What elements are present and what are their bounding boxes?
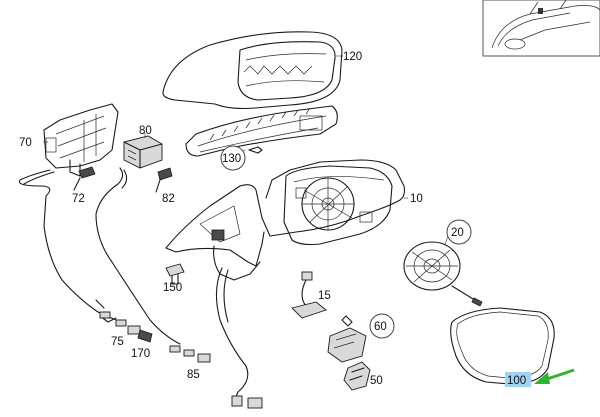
part-10-mirror-housing[interactable] (165, 159, 406, 281)
label-130[interactable]: 130 (222, 153, 241, 165)
label-15[interactable]: 15 (318, 290, 331, 302)
callout-circle-130 (220, 145, 246, 171)
part-82-screw[interactable] (155, 167, 173, 193)
vehicle-inset (482, 0, 600, 57)
label-75[interactable]: 75 (111, 336, 124, 348)
label-50[interactable]: 50 (370, 375, 383, 387)
callout-circle-20 (446, 219, 472, 245)
part-100-mirror-glass[interactable] (450, 307, 555, 385)
label-150[interactable]: 150 (163, 282, 182, 294)
part-50-sensor[interactable] (343, 361, 371, 391)
label-70[interactable]: 70 (19, 137, 32, 149)
label-10[interactable]: 10 (410, 193, 423, 205)
part-150-clip[interactable] (165, 263, 185, 285)
callout-circle-60 (369, 313, 395, 339)
part-60-actuator[interactable] (327, 315, 367, 363)
wiring-harness[interactable] (18, 167, 211, 363)
label-20[interactable]: 20 (451, 227, 464, 239)
label-72[interactable]: 72 (72, 193, 85, 205)
label-170[interactable]: 170 (131, 348, 150, 360)
part-130-turn-signal[interactable] (185, 105, 338, 157)
highlight-arrow (534, 368, 575, 384)
label-120[interactable]: 120 (343, 51, 362, 63)
part-72-screw[interactable] (73, 166, 96, 191)
part-80-control-module[interactable] (123, 135, 163, 169)
part-70-mirror-motor[interactable] (43, 103, 119, 177)
label-82[interactable]: 82 (162, 193, 175, 205)
highlight-box-100 (505, 372, 531, 387)
part-120-mirror-cover[interactable] (162, 31, 343, 110)
part-15-cable[interactable] (291, 271, 327, 319)
part-20-glass-adjuster[interactable] (403, 241, 483, 307)
housing-cable[interactable] (215, 267, 263, 409)
label-100[interactable]: 100 (507, 375, 526, 387)
label-80[interactable]: 80 (139, 125, 152, 137)
label-60[interactable]: 60 (374, 321, 387, 333)
label-85[interactable]: 85 (187, 369, 200, 381)
